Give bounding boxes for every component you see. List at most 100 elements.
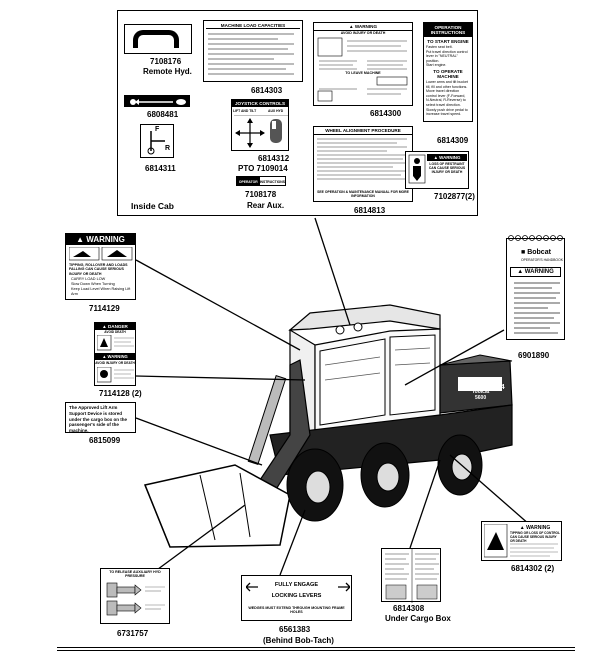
travel-direction-part-number: 6814311 (145, 164, 176, 173)
aux-pressure-title: TO RELEASE AUXILIARY HYD PRESSURE (109, 570, 161, 578)
bobcat-logo: ■ Bobcat (521, 249, 551, 256)
rabbit-turtle-icon (130, 99, 186, 105)
manual-text-lines (514, 282, 560, 334)
cab-warning-banner: WARNING (354, 24, 378, 29)
warning-triangle-icon: ▲ (102, 324, 108, 329)
bob-tach-part-number: 6561383 (279, 625, 311, 634)
aux-pressure-decal: TO RELEASE AUXILIARY HYD PRESSURE (100, 568, 170, 624)
machine-4x4-badge: 4x4 (493, 384, 505, 391)
machine-brand-badge: Toolcat (472, 389, 490, 395)
rollover-bullet-1: CARRY LOAD LOW (71, 277, 106, 281)
seatbelt-warning-banner: WARNING (439, 155, 461, 160)
operation-operate-step-2: Move travel direction control lever (F-F… (426, 89, 466, 107)
rollover-warning-decal: ▲ WARNING TIPPING, ROLLOVER AND LOADS FA… (65, 233, 136, 300)
wheel-alignment-title: WHEEL ALIGNMENT PROCEDURE (314, 127, 412, 135)
operation-instructions-title: OPERATION INSTRUCTIONS (424, 23, 472, 37)
warning-triangle-icon: ▲ (102, 354, 108, 359)
joystick-subtitle-aux: AUX HYD (268, 109, 284, 113)
tipping-pictogram (484, 524, 508, 558)
locking-lever-right-icon (338, 582, 350, 592)
operation-start-step-1: Fasten seat belt. (426, 45, 453, 49)
bob-tach-line-1: FULLY ENGAGE (274, 582, 319, 588)
operation-operate-step-1: Lower arms and tilt bucket till, fill an… (426, 79, 468, 89)
manual-brand: Bobcat (527, 249, 551, 256)
rollover-pictogram (69, 247, 133, 261)
remote-hyd-part-number: 7108176 (150, 57, 182, 66)
machine-model-badge: 5600 (475, 395, 487, 401)
rollover-warning-banner: WARNING (86, 235, 125, 244)
hydraulic-coupler-icon (133, 30, 179, 48)
seatbelt-warning-text: LOSS OF RESTRAINT CAN CAUSE SERIOUS INJU… (428, 162, 466, 174)
cargo-box-decal (381, 548, 441, 603)
operation-instructions-part-number: 6814309 (437, 136, 469, 145)
load-capacities-decal: MACHINE LOAD CAPACITIES (203, 20, 303, 82)
load-capacities-text-lines (208, 33, 294, 75)
manual-part-number: 6901890 (518, 351, 550, 360)
seatbelt-warning-decal: ▲ WARNING LOSS OF RESTRAINT CAN CAUSE SE… (405, 151, 469, 189)
travel-direction-icon (147, 131, 165, 155)
wheel-alignment-decal: WHEEL ALIGNMENT PROCEDURE SEE OPERATION … (313, 126, 413, 202)
bobcat-logo-icon: ■ (521, 249, 526, 256)
rear-aux-caption: Rear Aux. (247, 201, 285, 210)
warning-triangle-icon: ▲ (433, 155, 440, 160)
cab-warning-leave-machine: TO LEAVE MACHINE (345, 71, 381, 75)
joystick-diagram-icon (234, 115, 288, 148)
tipping-warning-decal: ▲ WARNING TIPPING OR LOSS OF CONTROL CAN… (481, 521, 562, 561)
inside-cab-caption: Inside Cab (131, 201, 174, 211)
bottom-rule-2 (57, 650, 575, 651)
joystick-part-number: 6814312 (258, 154, 290, 163)
lift-arm-support-text: The Approved Lift Arm Support Device is … (69, 405, 128, 434)
toolcat-machine-illustration (143, 304, 513, 548)
danger-part-number: 7114128 (2) (99, 389, 142, 398)
bob-tach-decal: FULLY ENGAGE LOCKING LEVERS WEDGES MUST … (241, 575, 352, 621)
wheel-alignment-text-lines (317, 138, 407, 180)
danger-banner: DANGER (107, 324, 128, 329)
danger-pictogram (97, 335, 134, 351)
rollover-bullet-3: Keep Load Level When Raising Lift Arm (71, 287, 131, 296)
operation-start-step-3: Start engine. (426, 63, 447, 68)
bob-tach-line-3: WEDGES MUST EXTEND THROUGH MOUNTING FRAM… (248, 606, 345, 614)
warning-triangle-icon: ▲ (348, 24, 355, 29)
cab-warning-pictograms (317, 37, 408, 102)
speed-range-part-number: 6808481 (147, 110, 179, 119)
cab-warning-part-number: 6814300 (370, 109, 402, 118)
danger-decal: ▲ DANGER AVOID DEATH ▲ WARNING AVOID INJ… (94, 322, 136, 386)
operators-manual: ■ Bobcat OPERATOR'S HANDBOOK ▲ WARNING (506, 235, 565, 340)
travel-forward-letter: F (155, 126, 160, 133)
lift-arm-support-decal: The Approved Lift Arm Support Device is … (65, 402, 136, 433)
wheel-alignment-footer: SEE OPERATION & MAINTENANCE MANUAL FOR M… (317, 190, 409, 198)
manual-subtitle: OPERATOR'S HANDBOOK (521, 258, 563, 262)
warning-triangle-icon: ▲ (519, 525, 527, 531)
warning-triangle-icon: ▲ (517, 269, 525, 275)
danger-second-pictogram (97, 367, 134, 383)
lift-arm-support-part-number: 6815099 (89, 436, 121, 445)
cargo-box-instructions-lines (385, 549, 439, 603)
joystick-controls-decal: JOYSTICK CONTROLS LIFT AND TILT AUX HYD (231, 99, 289, 151)
cargo-box-caption: Under Cargo Box (385, 614, 451, 623)
rollover-bullet-2: Slow Down When Turning (71, 282, 115, 286)
joystick-title: JOYSTICK CONTROLS (232, 100, 288, 107)
danger-second-banner: WARNING (107, 354, 128, 359)
rear-aux-right-label: INSTRUCTIONS (259, 180, 285, 184)
speed-range-decal (124, 95, 190, 107)
operation-start-step-2: Put travel direction control lever in "N… (426, 49, 468, 63)
locking-lever-left-icon (246, 582, 258, 592)
manual-spiral-binding-icon (508, 235, 563, 241)
manual-warning-banner: WARNING (524, 269, 554, 275)
cab-warning-decal: ▲ WARNING AVOID INJURY OR DEATH TO LEAVE… (313, 22, 413, 106)
seatbelt-operator-icon (408, 154, 426, 184)
load-capacities-part-number: 6814303 (251, 86, 283, 95)
rear-aux-decal: OPERATOR INSTRUCTIONS (236, 176, 286, 186)
danger-subtitle: AVOID DEATH (104, 330, 126, 334)
operation-operate-heading: TO OPERATE MACHINE (433, 68, 463, 79)
rollover-warning-part-number: 7114129 (89, 304, 120, 313)
tipping-warning-part-number: 6814302 (2) (511, 564, 555, 573)
bob-tach-caption: (Behind Bob-Tach) (263, 636, 334, 645)
joystick-pto-caption: PTO 7109014 (238, 164, 288, 173)
tipping-warning-banner: WARNING (526, 525, 551, 531)
remote-hyd-decal (124, 24, 192, 54)
cab-warning-subtitle: AVOID INJURY OR DEATH (340, 31, 386, 35)
aux-pressure-part-number: 6731757 (117, 629, 149, 638)
seatbelt-warning-part-number: 7102877(2) (434, 192, 475, 201)
